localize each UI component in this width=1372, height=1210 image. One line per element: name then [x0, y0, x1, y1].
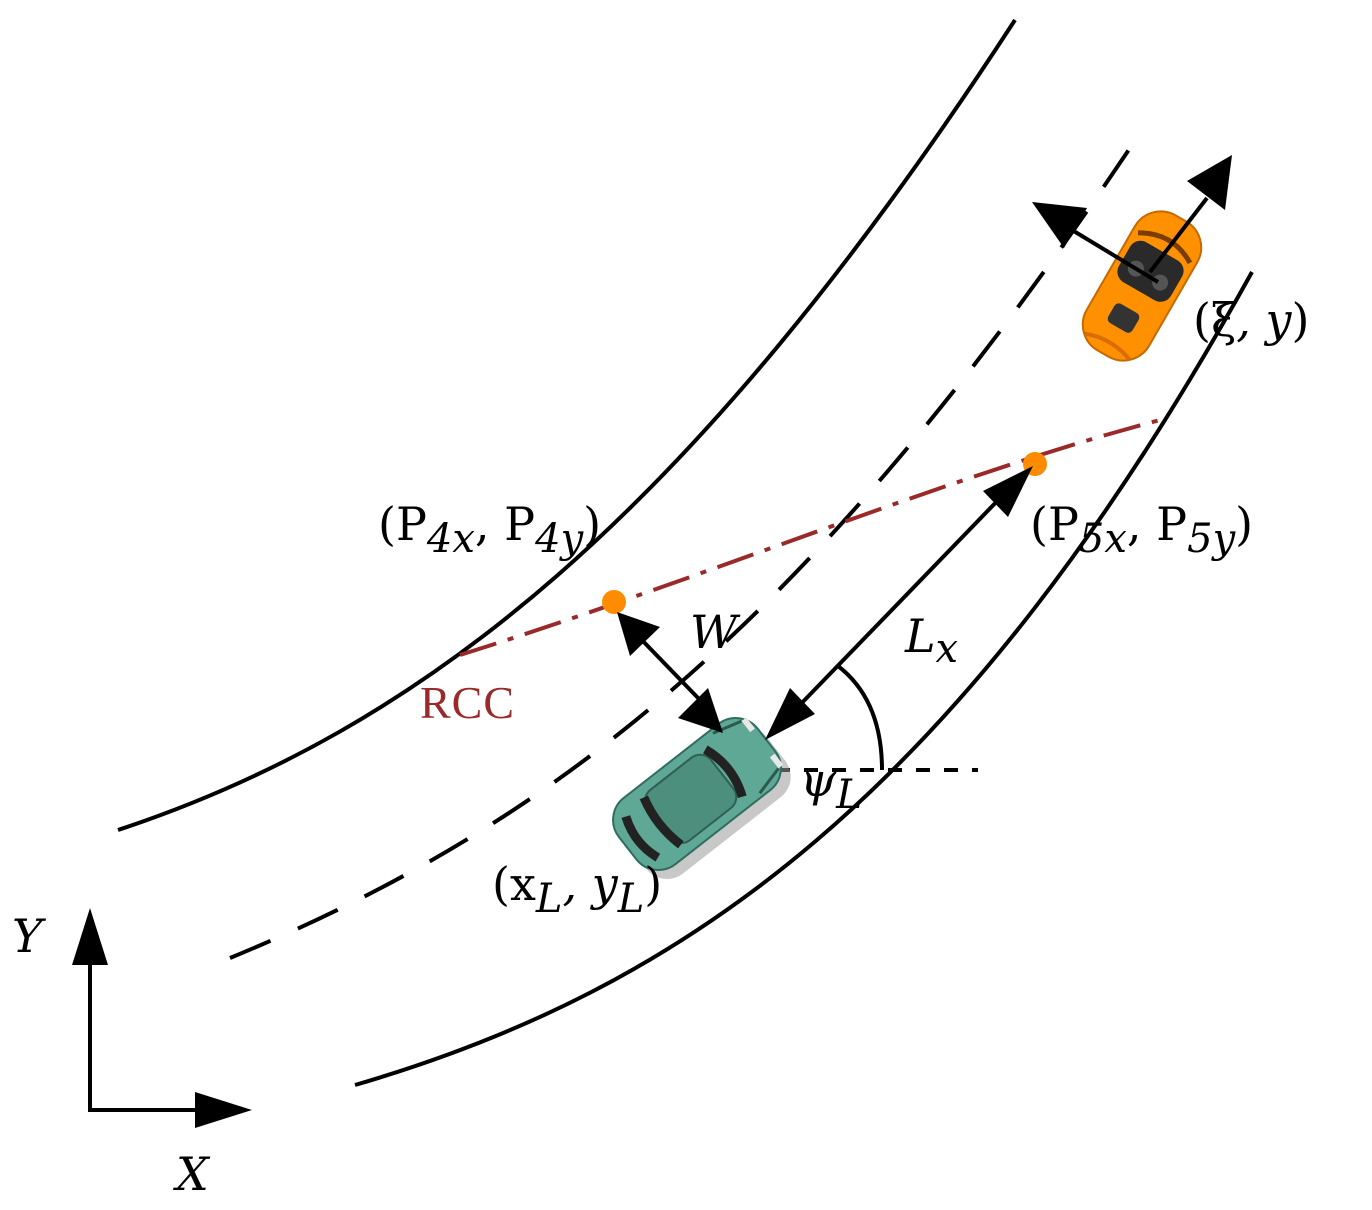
lx-dimension-line	[793, 492, 1006, 712]
lx-arrowhead-bottom	[765, 688, 815, 740]
label-w: W	[690, 605, 741, 659]
target-frame-forward-axis	[1148, 196, 1209, 274]
global-x-arrowhead	[195, 1092, 252, 1128]
label-xl-yl: (xL, yL)	[492, 857, 662, 922]
heading-angle-arc	[836, 664, 884, 771]
target-frame-lateral-arrowhead	[1032, 202, 1087, 248]
w-dimension-line	[635, 633, 702, 702]
label-lx: Lx	[904, 609, 958, 672]
label-rcc: RCC	[420, 677, 515, 728]
road-left-boundary	[117, 18, 1017, 832]
lx-arrowhead-top	[983, 466, 1033, 517]
label-axis-x: X	[173, 1147, 211, 1201]
w-arrowhead-top	[617, 612, 660, 656]
ego-car	[612, 717, 791, 880]
road-center-dashed-line	[229, 146, 1132, 960]
label-psi-l: ψL	[800, 753, 863, 818]
label-p5: (P5x, P5y)	[1030, 497, 1253, 562]
target-frame-lateral-axis	[1070, 228, 1160, 284]
point-p4	[602, 590, 626, 614]
label-p4: (P4x, P4y)	[378, 497, 601, 562]
label-xi-y: (ξ, y)	[1193, 293, 1309, 347]
target-car	[1081, 210, 1203, 362]
road-right-boundary	[354, 271, 1254, 1087]
label-axis-y: Y	[12, 909, 47, 963]
target-frame-forward-arrowhead	[1187, 155, 1232, 210]
global-y-arrowhead	[72, 908, 108, 965]
rcc-curve	[459, 418, 1161, 657]
w-arrowhead-bottom	[678, 688, 723, 733]
